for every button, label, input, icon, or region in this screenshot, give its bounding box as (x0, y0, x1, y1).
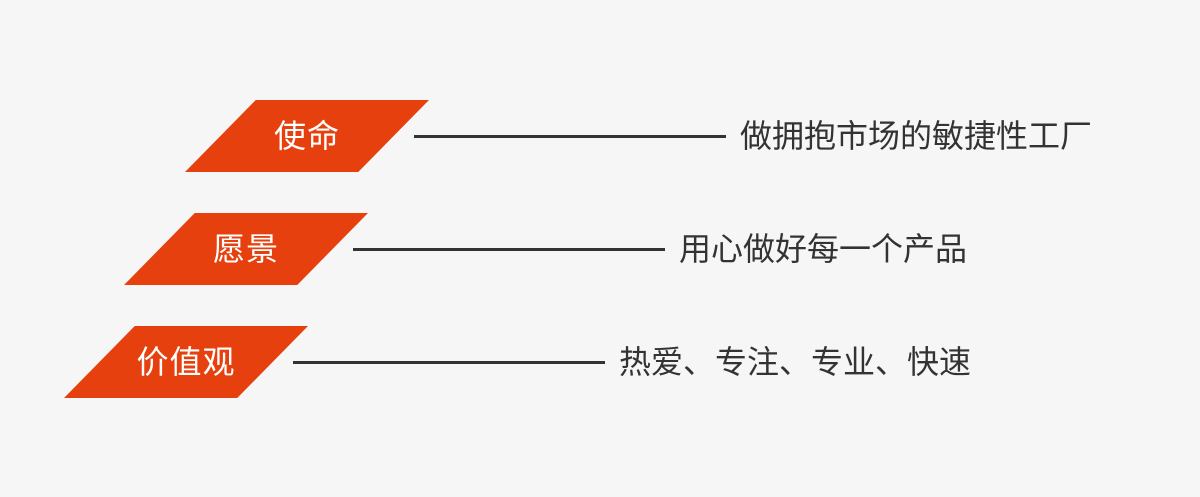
row-values: 价值观 热爱、专注、专业、快速 (0, 326, 1200, 398)
row-mission: 使命 做拥抱市场的敏捷性工厂 (0, 100, 1200, 172)
tag-vision-label: 愿景 (212, 230, 279, 268)
tag-mission-label: 使命 (273, 117, 340, 155)
connector-line-vision (353, 248, 665, 251)
tag-values-label: 价值观 (136, 343, 236, 381)
tag-vision: 愿景 (124, 213, 368, 285)
row-vision: 愿景 用心做好每一个产品 (0, 213, 1200, 285)
tag-values: 价值观 (64, 326, 308, 398)
values-text: 热爱、专注、专业、快速 (619, 343, 972, 381)
connector-line-values (293, 361, 605, 364)
tag-mission: 使命 (185, 100, 429, 172)
mission-text: 做拥抱市场的敏捷性工厂 (740, 117, 1093, 155)
vision-text: 用心做好每一个产品 (679, 230, 968, 268)
connector-line-mission (414, 135, 726, 138)
